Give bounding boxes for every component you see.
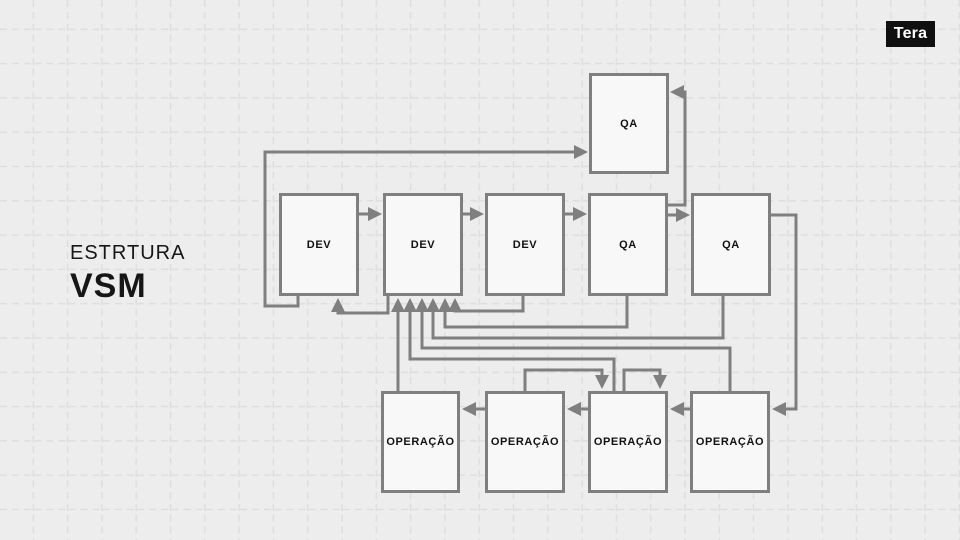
box-dev-3: DEV bbox=[485, 193, 565, 296]
connector-op2-op3 bbox=[523, 368, 609, 391]
connector-op3-dev2 bbox=[403, 298, 616, 391]
box-op-3: OPERAÇÃO bbox=[588, 391, 668, 493]
box-op-4: OPERAÇÃO bbox=[690, 391, 770, 493]
connector-qa2-dev2 bbox=[426, 296, 725, 340]
box-op-2: OPERAÇÃO bbox=[485, 391, 565, 493]
slide-title-line2: VSM bbox=[70, 267, 147, 305]
slide-title-line1: ESTRTURA bbox=[70, 242, 186, 264]
connector-dev3-dev2 bbox=[448, 296, 525, 313]
box-qa-top: QA bbox=[589, 73, 669, 174]
connector-qa1-qatop bbox=[668, 85, 687, 207]
tera-logo: Tera bbox=[886, 21, 935, 47]
connector-qa2-op4 bbox=[771, 213, 798, 416]
box-qa-1: QA bbox=[588, 193, 668, 296]
connector-dev1-qatop bbox=[263, 145, 588, 308]
connector-op3-op3-loop bbox=[622, 368, 667, 391]
connector-qa1-dev2 bbox=[438, 296, 629, 329]
slide-title: ESTRTURA VSM bbox=[70, 242, 185, 304]
box-dev-1: DEV bbox=[279, 193, 359, 296]
connector-dev2-dev1 bbox=[331, 296, 390, 315]
box-op-1: OPERAÇÃO bbox=[381, 391, 460, 493]
box-dev-2: DEV bbox=[383, 193, 463, 296]
box-qa-2: QA bbox=[691, 193, 771, 296]
connector-op4-dev2 bbox=[415, 298, 732, 391]
